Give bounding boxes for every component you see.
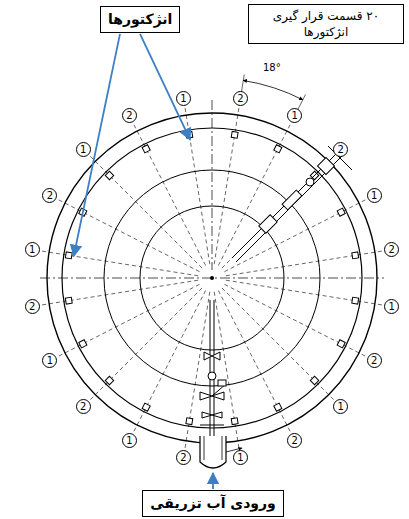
injector	[274, 403, 282, 411]
angle-dimension	[243, 80, 303, 99]
section-line	[214, 292, 239, 450]
callout-number: 2	[367, 353, 382, 368]
injector	[65, 297, 72, 304]
injector	[186, 418, 193, 425]
section-line	[133, 290, 206, 433]
box-text: ورودی آب تزریقی	[150, 495, 276, 511]
callout-number: 2	[384, 242, 399, 257]
callout-number: 2	[333, 142, 348, 157]
callout-number: 2	[287, 433, 302, 448]
inlet-nozzle	[222, 436, 223, 460]
box-text: انژکتورها	[108, 11, 172, 27]
callout-number: 1	[384, 299, 399, 314]
injector	[231, 418, 238, 425]
section-line	[185, 292, 210, 450]
callout-number: 1	[233, 450, 248, 465]
title-box: ۲۰ قسمت قرار گیری انژکتورها	[248, 4, 404, 44]
injector	[274, 145, 282, 153]
injector	[105, 376, 113, 384]
injector	[352, 297, 359, 304]
injector	[337, 340, 345, 348]
callout-number: 2	[233, 91, 248, 106]
section-line	[40, 251, 198, 276]
angle-label: 18°	[262, 62, 282, 74]
callout-number: 1	[367, 188, 382, 203]
section-line	[226, 251, 384, 276]
callout-number: 1	[76, 142, 91, 157]
section-line	[40, 280, 198, 305]
label-box: انژکتورها	[100, 6, 180, 33]
callout-number: 1	[42, 353, 57, 368]
callout-number: 2	[176, 450, 191, 465]
label-box: ورودی آب تزریقی	[142, 490, 284, 517]
section-line	[89, 288, 202, 401]
pointer-arrow	[74, 34, 120, 256]
section-line	[133, 123, 206, 266]
section-line	[224, 199, 367, 272]
section-line	[214, 106, 239, 264]
injector	[231, 131, 238, 138]
section-line	[222, 288, 335, 401]
section-line	[224, 284, 367, 357]
callout-number: 1	[287, 108, 302, 123]
injector	[79, 340, 87, 348]
callout-number: 2	[25, 299, 40, 314]
section-line	[89, 155, 202, 268]
section-line	[218, 290, 291, 433]
injector	[105, 171, 113, 179]
pipe-assembly	[232, 146, 352, 262]
callout-number: 1	[122, 433, 137, 448]
feed-pipe	[200, 300, 226, 436]
center-line	[212, 100, 213, 270]
section-line	[57, 284, 200, 357]
injector	[337, 208, 345, 216]
injector	[142, 145, 150, 153]
inlet-nozzle	[200, 436, 226, 468]
injector	[310, 376, 318, 384]
callout-number: 1	[25, 242, 40, 257]
injector	[352, 252, 359, 259]
inlet-nozzle	[204, 436, 205, 460]
pointer-arrow	[140, 34, 190, 140]
section-line	[226, 280, 384, 305]
injector	[142, 403, 150, 411]
callout-number: 2	[122, 108, 137, 123]
box-text: ۲۰ قسمت قرار گیری انژکتورها	[273, 9, 379, 39]
section-line	[185, 106, 210, 264]
callout-number: 1	[333, 399, 348, 414]
callout-number: 2	[76, 399, 91, 414]
pointer-arrow	[212, 473, 214, 489]
callout-number: 2	[42, 188, 57, 203]
injector	[65, 252, 72, 259]
section-line	[218, 123, 291, 266]
center-point	[210, 276, 214, 280]
callout-number: 1	[176, 91, 191, 106]
